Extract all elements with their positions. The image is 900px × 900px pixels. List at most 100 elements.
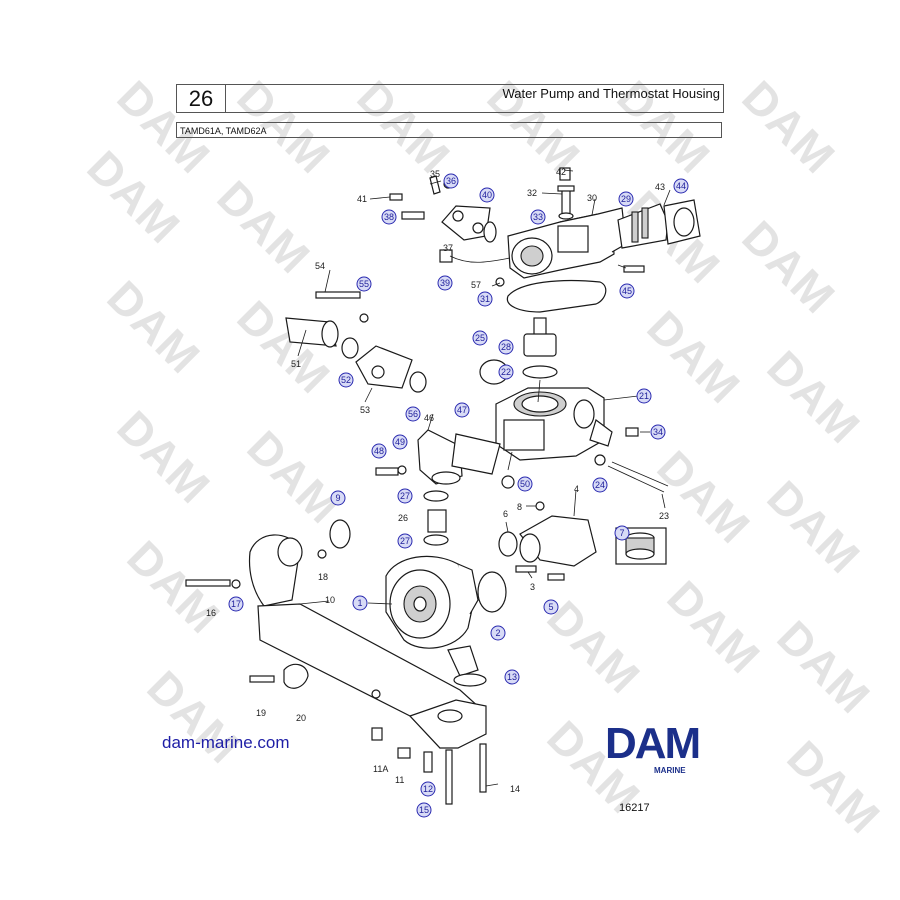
svg-text:52: 52	[341, 375, 351, 385]
callout-37: 37	[443, 243, 453, 253]
callout-19: 19	[256, 708, 266, 718]
callout-36: 36	[443, 173, 459, 189]
svg-text:7: 7	[619, 528, 624, 538]
svg-text:33: 33	[533, 212, 543, 222]
svg-text:44: 44	[676, 181, 686, 191]
callout-31: 31	[477, 291, 493, 307]
callout-9: 9	[330, 490, 346, 506]
callout-57: 57	[471, 280, 481, 290]
callout-43: 43	[655, 182, 665, 192]
callout-51: 51	[291, 359, 301, 369]
svg-text:5: 5	[548, 602, 553, 612]
page-title: Water Pump and Thermostat Housing	[502, 86, 721, 101]
callout-10: 10	[325, 595, 335, 605]
callout-35: 35	[430, 169, 440, 179]
svg-text:50: 50	[520, 479, 530, 489]
bypass-pipe	[285, 291, 427, 393]
callout-40: 40	[479, 187, 495, 203]
svg-text:25: 25	[475, 333, 485, 343]
callout-55: 55	[356, 276, 372, 292]
water-pump	[385, 555, 507, 687]
callout-27-upper: 27	[397, 488, 413, 504]
svg-text:56: 56	[408, 409, 418, 419]
svg-text:40: 40	[482, 190, 492, 200]
callout-30: 30	[587, 193, 597, 203]
callout-49: 49	[392, 434, 408, 450]
callout-17: 17	[228, 596, 244, 612]
callout-48: 48	[371, 443, 387, 459]
page-number: 26	[177, 85, 226, 112]
svg-text:29: 29	[621, 194, 631, 204]
top-bolt	[557, 167, 645, 273]
thermostat-cover	[507, 207, 627, 279]
callout-5: 5	[543, 599, 559, 615]
callout-23: 23	[659, 511, 669, 521]
detail-inset	[615, 527, 667, 565]
callout-39: 39	[437, 275, 453, 291]
suction-pipe	[185, 519, 487, 749]
cover-gasket	[506, 279, 607, 313]
bottom-hardware	[249, 663, 487, 805]
header-box: 26 Water Pump and Thermostat Housing	[176, 84, 724, 113]
callout-56: 56	[405, 406, 421, 422]
callout-16: 16	[206, 608, 216, 618]
callout-41: 41	[357, 194, 367, 204]
drawing-number: 16217	[619, 802, 650, 814]
callout-8: 8	[517, 502, 522, 512]
outlet-elbow	[617, 199, 701, 249]
svg-text:13: 13	[507, 672, 517, 682]
callout-3: 3	[530, 582, 535, 592]
callout-38: 38	[381, 209, 397, 225]
leader-lines	[297, 169, 671, 787]
svg-text:47: 47	[457, 405, 467, 415]
callout-50: 50	[517, 476, 533, 492]
svg-text:28: 28	[501, 342, 511, 352]
svg-text:24: 24	[595, 480, 605, 490]
callout-18: 18	[318, 572, 328, 582]
callout-12: 12	[420, 781, 436, 797]
callout-46: 46	[424, 413, 434, 423]
callout-47: 47	[454, 402, 470, 418]
website-link[interactable]: dam-marine.com	[162, 733, 290, 752]
callout-4: 4	[574, 484, 579, 494]
callout-32: 32	[527, 188, 537, 198]
svg-text:9: 9	[335, 493, 340, 503]
callout-14: 14	[510, 784, 520, 794]
dam-logo: DAM	[605, 719, 701, 768]
callout-52: 52	[338, 372, 354, 388]
callout-25: 25	[472, 330, 488, 346]
callout-1: 1	[352, 595, 368, 611]
svg-text:31: 31	[480, 294, 490, 304]
svg-text:27: 27	[400, 491, 410, 501]
svg-text:27: 27	[400, 536, 410, 546]
svg-text:38: 38	[384, 212, 394, 222]
callout-11a: 11A	[373, 764, 388, 774]
callout-29: 29	[618, 191, 634, 207]
svg-text:55: 55	[359, 279, 369, 289]
callout-53: 53	[360, 405, 370, 415]
callout-11: 11	[395, 775, 404, 785]
callout-21: 21	[636, 388, 652, 404]
callout-2: 2	[490, 625, 506, 641]
svg-text:15: 15	[419, 805, 429, 815]
callout-33: 33	[530, 209, 546, 225]
svg-text:12: 12	[423, 784, 433, 794]
svg-text:48: 48	[374, 446, 384, 456]
callout-27-lower: 27	[397, 533, 413, 549]
callout-15: 15	[416, 802, 432, 818]
svg-text:1: 1	[357, 598, 362, 608]
svg-text:39: 39	[440, 278, 450, 288]
svg-text:22: 22	[501, 367, 511, 377]
callout-34: 34	[650, 424, 666, 440]
callout-28: 28	[498, 339, 514, 355]
thermostat	[479, 317, 558, 385]
svg-text:45: 45	[622, 286, 632, 296]
callout-44: 44	[673, 178, 689, 194]
callout-13: 13	[504, 669, 520, 685]
callout-26: 26	[398, 513, 408, 523]
callout-20: 20	[296, 713, 306, 723]
logo-subtitle: MARINE	[654, 766, 686, 775]
callout-54: 54	[315, 261, 325, 271]
svg-text:2: 2	[495, 628, 500, 638]
